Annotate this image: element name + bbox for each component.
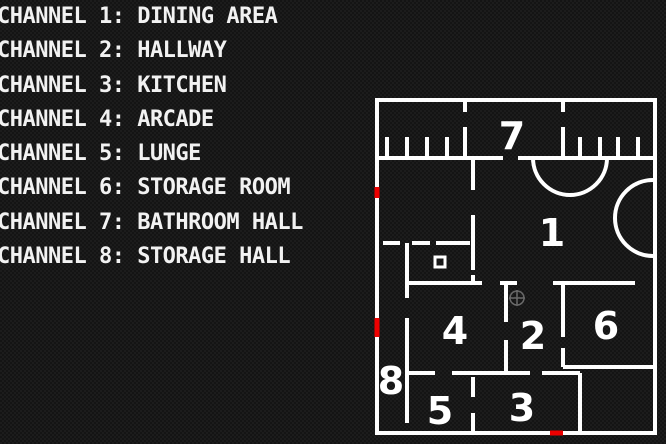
room-4-camera[interactable]: 4 — [442, 309, 468, 353]
channel-8-item[interactable]: CHANNEL 8: STORAGE HALL — [0, 244, 291, 270]
doors — [374, 187, 563, 436]
room-5-camera[interactable]: 5 — [427, 389, 453, 433]
walls — [375, 98, 657, 435]
crosshair-icon — [509, 290, 525, 306]
room-2-camera[interactable]: 2 — [520, 314, 546, 358]
room-1-camera[interactable]: 1 — [539, 211, 565, 255]
channel-6-item[interactable]: CHANNEL 6: STORAGE ROOM — [0, 175, 291, 201]
room-6-camera[interactable]: 6 — [593, 304, 619, 348]
channel-1-item[interactable]: CHANNEL 1: DINING AREA — [0, 4, 278, 29]
channel-2-item[interactable]: CHANNEL 2: HALLWAY — [0, 38, 227, 64]
channel-list: CHANNEL 1: DINING AREA CHANNEL 2: HALLWA… — [0, 2, 303, 276]
room-8-camera[interactable]: 8 — [378, 359, 404, 403]
channel-5-item[interactable]: CHANNEL 5: LUNGE — [0, 141, 201, 167]
channel-4-item[interactable]: CHANNEL 4: ARCADE — [0, 106, 214, 132]
room-7-camera[interactable]: 7 — [499, 114, 525, 158]
channel-7-item[interactable]: CHANNEL 7: BATHROOM HALL — [0, 209, 303, 235]
room-3-camera[interactable]: 3 — [509, 386, 535, 430]
channel-3-item[interactable]: CHANNEL 3: KITCHEN — [0, 72, 227, 98]
